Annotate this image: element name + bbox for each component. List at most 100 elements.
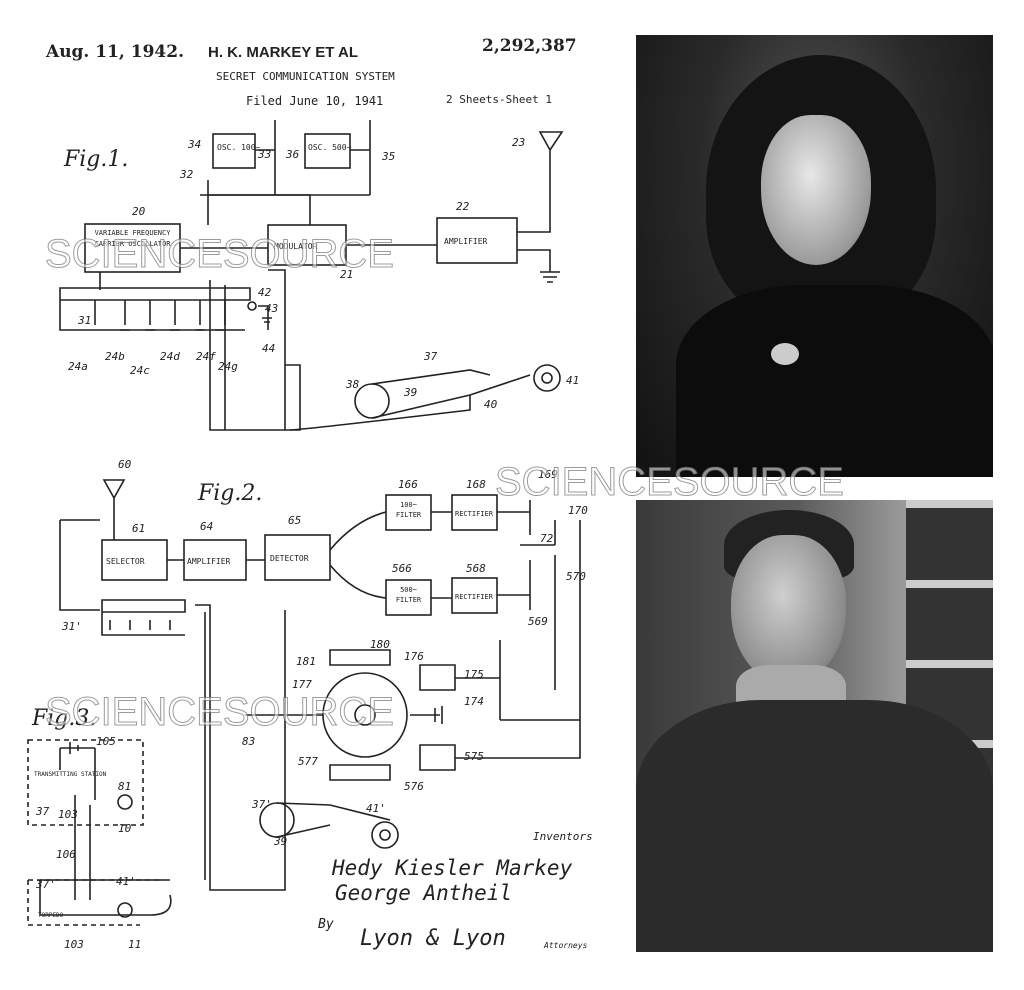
ref-174: 174 [464, 695, 484, 708]
ref-176: 176 [404, 650, 424, 663]
osc-100-label: OSC. 100~ [217, 143, 261, 152]
ref-36: 36 [285, 148, 300, 161]
ref-103: 103 [58, 808, 78, 821]
fig2-amplifier-label: AMPLIFIER [187, 557, 231, 566]
coat [636, 700, 993, 952]
ref-576: 576 [404, 780, 424, 793]
ref-10: 10 [118, 822, 132, 835]
fig1-label: Fig.1. [63, 147, 128, 172]
fig1-amplifier-box [436, 217, 518, 264]
ref-34: 34 [187, 138, 201, 151]
ref-21: 21 [340, 268, 353, 281]
osc-500-box [304, 133, 351, 169]
ref-42: 42 [258, 286, 272, 299]
patent-number: 2,292,387 [482, 36, 577, 56]
ref-83: 83 [242, 735, 255, 748]
ref-105: 105 [96, 735, 116, 748]
ref-44: 44 [262, 342, 275, 355]
ref-24a: 24a [68, 360, 88, 373]
ref-40: 40 [484, 398, 498, 411]
ref-39: 39 [403, 386, 417, 399]
rectifier-2-label: RECTIFIER [455, 593, 494, 601]
ref-168: 168 [466, 478, 486, 491]
ref-575: 575 [464, 750, 484, 763]
ref-169: 169 [538, 468, 558, 481]
ref-24c: 24c [130, 364, 150, 377]
ref-568: 568 [466, 562, 486, 575]
inventors-label: Inventors [533, 830, 593, 843]
attorney-label: Attorneys [543, 941, 588, 950]
detector-box [264, 534, 331, 581]
variable-oscillator-label: VARIABLE FREQUENCY CARRIER OSCILLATOR [94, 229, 171, 248]
ref-24b: 24b [105, 350, 125, 363]
attorney-signature: Lyon & Lyon [360, 926, 506, 951]
ref-37-fig3: 37 [35, 805, 50, 818]
photo-portrait-woman [636, 35, 993, 477]
ref-170: 170 [568, 504, 588, 517]
watermark-3: SCIENCESOURCE [45, 690, 395, 735]
face [761, 115, 871, 265]
ref-81: 81 [118, 780, 131, 793]
fig1-amplifier-label: AMPLIFIER [444, 237, 488, 246]
watermark-1: SCIENCESOURCE [45, 232, 395, 277]
ref-37-prime: 37' [251, 798, 272, 811]
by-label: By [318, 917, 334, 932]
ref-566: 566 [392, 562, 412, 575]
patent-sheets: 2 Sheets-Sheet 1 [446, 93, 552, 106]
patent-title: SECRET COMMUNICATION SYSTEM [216, 70, 395, 83]
patent-drawing: Fig.1. OSC. 100~ OSC. 500~ VARIABLE FREQ… [27, 120, 593, 951]
patent-filed: Filed June 10, 1941 [246, 94, 384, 108]
man-face [731, 535, 846, 685]
filter-100-label: 100~ FILTER [395, 501, 422, 519]
patent-inventor-header: H. K. MARKEY ET AL [208, 44, 359, 61]
brooch [771, 343, 799, 365]
ref-39b: 39 [273, 835, 287, 848]
ref-24f: 24f [196, 350, 216, 363]
osc-500-label: OSC. 500~ [308, 143, 352, 152]
filter-500-label: 500~ FILTER [395, 586, 422, 604]
ref-22: 22 [456, 200, 470, 213]
ref-41-prime-fig3: 41' [116, 875, 136, 888]
ref-41-prime: 41' [366, 802, 386, 815]
ref-31: 31 [77, 314, 91, 327]
ref-61: 61 [132, 522, 145, 535]
ref-175: 175 [464, 668, 484, 681]
ref-64: 64 [200, 520, 213, 533]
modulator-label: MODULATOR [274, 242, 318, 251]
ref-24d: 24d [160, 350, 180, 363]
torpedo-label: TORPEDO [38, 912, 64, 919]
ref-577: 577 [298, 755, 318, 768]
ref-38: 38 [345, 378, 360, 391]
ref-31-prime: 31' [61, 620, 82, 633]
ref-33: 33 [257, 148, 271, 161]
ref-37-prime-fig3: 37' [35, 878, 56, 891]
ref-23: 23 [512, 136, 525, 149]
osc-100-box [212, 133, 256, 169]
ref-41: 41 [566, 374, 579, 387]
watermark-2: SCIENCESOURCE [495, 460, 845, 505]
ref-37: 37 [423, 350, 438, 363]
ref-177: 177 [292, 678, 312, 691]
ref-181: 181 [296, 655, 316, 668]
fig3-label: Fig.3. [31, 706, 96, 731]
fig2-label: Fig.2. [197, 481, 262, 506]
ref-180: 180 [370, 638, 390, 651]
ref-43: 43 [265, 302, 278, 315]
dress [676, 285, 993, 477]
detector-label: DETECTOR [270, 554, 309, 563]
ref-166: 166 [398, 478, 418, 491]
inventor-name-2: George Antheil [335, 881, 512, 905]
ref-106: 106 [56, 848, 76, 861]
ref-570: 570 [566, 570, 586, 583]
transmitting-station-box [27, 739, 144, 826]
ref-103b: 103 [64, 938, 84, 951]
ref-35: 35 [381, 150, 395, 163]
inventor-name-1: Hedy Kiesler Markey [331, 856, 573, 880]
ref-569: 569 [528, 615, 548, 628]
photo-portrait-man [636, 500, 993, 952]
ref-11: 11 [128, 938, 141, 951]
ref-60: 60 [118, 458, 132, 471]
ref-65: 65 [288, 514, 301, 527]
ref-20: 20 [132, 205, 146, 218]
transmitting-station-label: TRANSMITTING STATION [34, 771, 107, 778]
